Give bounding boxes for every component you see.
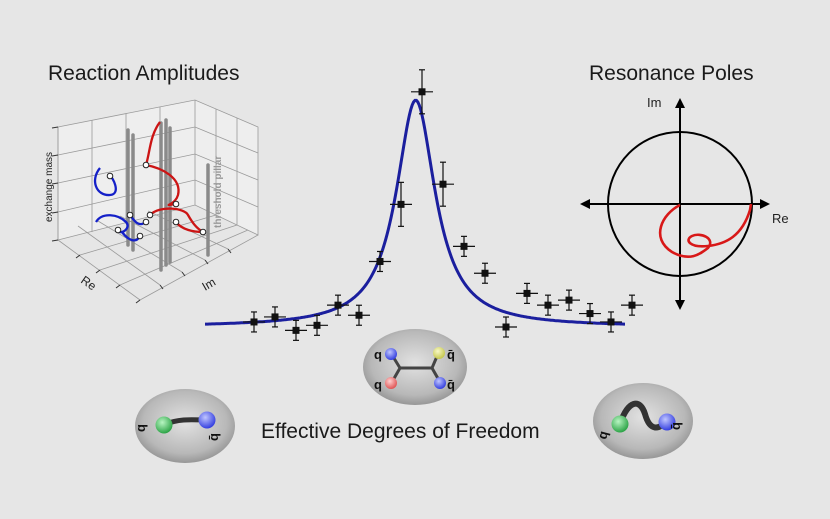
point-marker <box>628 301 636 309</box>
data-point <box>537 294 559 316</box>
data-point <box>369 250 391 273</box>
meson-excited: q q̄ <box>593 383 693 459</box>
point-marker <box>250 318 258 326</box>
data-point <box>600 311 622 333</box>
meson-quark-label: q <box>133 424 148 432</box>
point-marker <box>586 310 594 318</box>
point-marker <box>523 289 531 297</box>
data-point <box>432 161 454 207</box>
data-point <box>474 262 496 284</box>
data-points <box>243 69 643 341</box>
poles-im-label: Im <box>647 95 661 110</box>
amplitudes-3d-box: exchange mass Re Im threshold pillar <box>44 99 259 304</box>
point-marker <box>418 88 426 96</box>
point-marker <box>313 321 321 329</box>
pole-trajectory <box>658 203 753 259</box>
box-re-label: Re <box>78 273 99 293</box>
quark-green <box>155 416 173 434</box>
box-im-label: Im <box>200 275 219 294</box>
meson-qqbar: q q̄ <box>133 389 235 463</box>
resonance-lineshape <box>205 98 625 326</box>
tq-q1-label: q <box>374 347 382 362</box>
data-point <box>579 302 601 325</box>
meson-antiquark-label: q̄ <box>206 433 221 441</box>
data-point <box>390 181 412 227</box>
data-point <box>348 304 370 326</box>
tq-antiquark-yellow <box>433 347 445 359</box>
data-point <box>621 294 643 316</box>
tq-quark-red <box>385 377 397 389</box>
box-ticks <box>51 126 232 304</box>
data-point <box>264 306 286 328</box>
data-point <box>516 282 538 304</box>
data-point <box>411 69 433 115</box>
excited-quark-green <box>611 415 629 433</box>
data-point <box>306 314 328 336</box>
point-marker <box>544 301 552 309</box>
exchange-mass-label: exchange mass <box>44 152 55 222</box>
data-point <box>285 319 307 341</box>
tq-qbar2-label: q̄ <box>447 377 455 392</box>
point-marker <box>292 326 300 334</box>
excited-antiquark-blue <box>658 413 676 431</box>
point-marker <box>439 180 447 188</box>
tq-qbar1-label: q̄ <box>447 347 455 362</box>
tq-quark-blue <box>385 348 397 360</box>
excited-bubble <box>593 383 693 459</box>
antiquark-blue <box>198 411 216 429</box>
data-point <box>453 235 475 257</box>
point-marker <box>481 269 489 277</box>
point-marker <box>376 257 384 265</box>
tq-antiquark-blue <box>434 377 446 389</box>
data-point <box>327 294 349 316</box>
point-marker <box>565 296 573 304</box>
tq-q2-label: q <box>374 377 382 392</box>
point-marker <box>502 323 510 331</box>
box-grid <box>57 99 259 301</box>
data-point <box>495 316 517 338</box>
tetraquark: q q q̄ q̄ <box>363 329 467 405</box>
excited-quark-label: q <box>594 429 611 441</box>
point-marker <box>460 242 468 250</box>
excited-antiquark-label: q̄ <box>668 422 683 430</box>
meson-bubble <box>135 389 235 463</box>
point-marker <box>271 313 279 321</box>
point-marker <box>334 301 342 309</box>
data-point <box>558 289 580 311</box>
resonance-poles-title: Resonance Poles <box>589 62 754 85</box>
lineshape-plot <box>205 69 643 341</box>
data-point <box>243 311 265 333</box>
threshold-pillar-label: threshold pillar <box>213 156 224 228</box>
poles-re-label: Re <box>772 211 789 226</box>
curve-endpoints <box>106 161 207 240</box>
effective-dof-title: Effective Degrees of Freedom <box>261 420 540 443</box>
reaction-amplitudes-title: Reaction Amplitudes <box>48 62 240 85</box>
point-marker <box>355 311 363 319</box>
amplitude-curves-red <box>144 121 204 234</box>
tetraquark-strings <box>390 352 442 384</box>
point-marker <box>607 318 615 326</box>
poles-plot: Im Re <box>580 95 789 310</box>
point-marker <box>397 200 405 208</box>
